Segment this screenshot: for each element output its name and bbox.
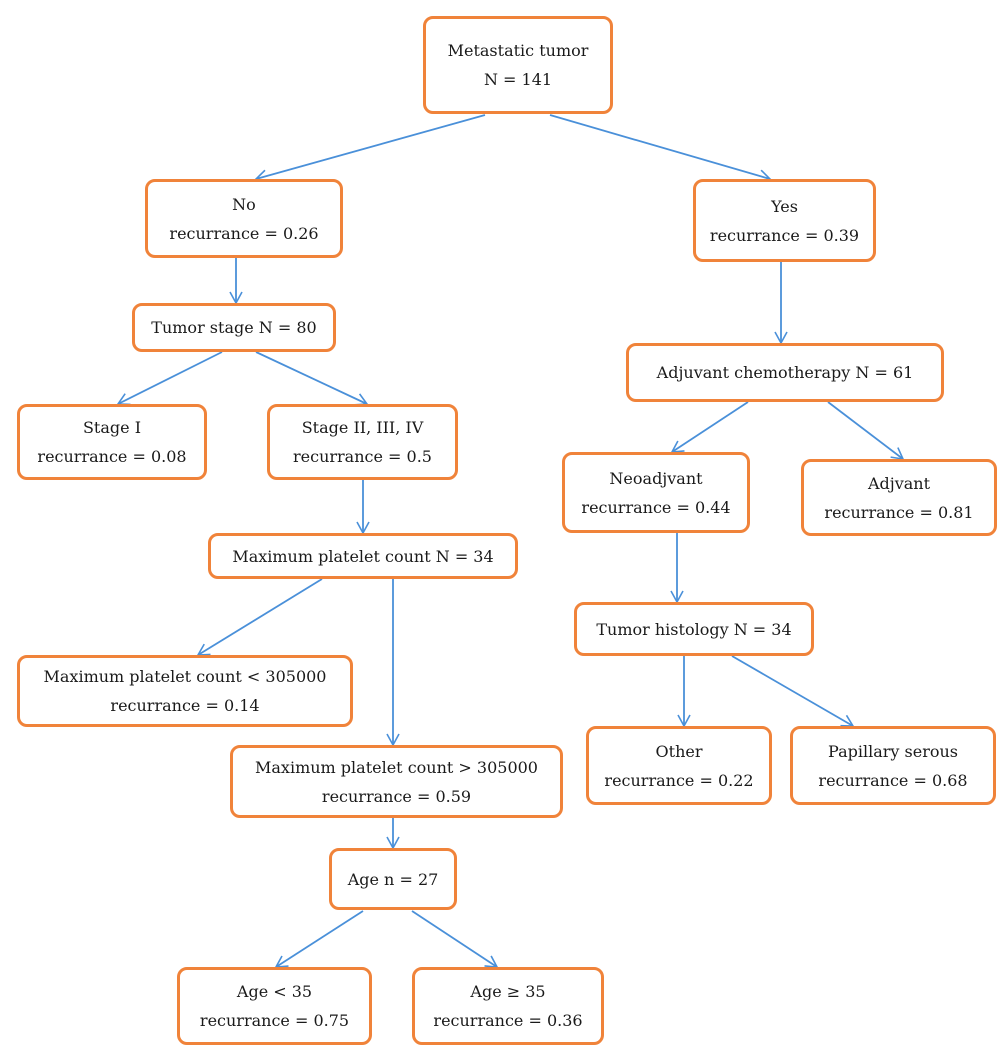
edge-root-no <box>254 114 486 183</box>
node-age-ge-35-recurrence: recurrance = 0.36 <box>433 1011 583 1030</box>
node-age-lt-35-recurrence: recurrance = 0.75 <box>199 1011 350 1030</box>
node-age-ge-35: Age ≥ 35 recurrance = 0.36 <box>412 967 604 1045</box>
node-adjvant-title: Adjvant <box>867 473 931 493</box>
node-no: No recurrance = 0.26 <box>145 179 343 258</box>
node-other-title: Other <box>655 741 703 761</box>
edge-histology-papillary <box>731 655 855 727</box>
node-age-title: Age n = 27 <box>347 869 439 889</box>
node-platelet-high-title: Maximum platelet count > 305000 <box>255 757 538 777</box>
node-adjvant-recurrence: recurrance = 0.81 <box>824 502 974 522</box>
node-adjuvant-chemo-title: Adjuvant chemotherapy N = 61 <box>656 363 914 382</box>
node-platelet-high: Maximum platelet count > 305000 recurran… <box>230 745 563 818</box>
node-max-platelet: Maximum platelet count N = 34 <box>208 533 518 579</box>
node-age-lt-35-title: Age < 35 <box>236 982 313 1001</box>
node-platelet-high-recurrence: recurrance = 0.59 <box>321 786 472 806</box>
node-no-recurrence: recurrance = 0.26 <box>169 223 319 243</box>
node-platelet-low: Maximum platelet count < 305000 recurran… <box>17 655 353 727</box>
node-platelet-low-title: Maximum platelet count < 305000 <box>43 667 327 686</box>
node-papillary-serous: Papillary serous recurrance = 0.68 <box>790 726 996 805</box>
edge-tumorstage-stage234 <box>255 351 369 406</box>
node-stage-2-3-4: Stage II, III, IV recurrance = 0.5 <box>267 404 458 480</box>
node-metastatic-tumor-title: Metastatic tumor <box>447 41 589 60</box>
node-other-recurrence: recurrance = 0.22 <box>604 770 754 790</box>
node-age-ge-35-title: Age ≥ 35 <box>470 982 546 1001</box>
edge-age-agege35 <box>411 910 499 968</box>
node-stage-1: Stage I recurrance = 0.08 <box>17 404 207 480</box>
edge-maxplt-pltlow <box>196 578 323 656</box>
node-papillary-serous-title: Papillary serous <box>828 741 958 761</box>
node-stage-2-3-4-title: Stage II, III, IV <box>301 418 424 437</box>
node-age: Age n = 27 <box>329 848 457 910</box>
node-metastatic-tumor-count: N = 141 <box>483 70 553 89</box>
node-platelet-low-recurrence: recurrance = 0.14 <box>110 696 260 715</box>
node-neoadjvant: Neoadjvant recurrance = 0.44 <box>562 452 750 533</box>
node-tumor-stage: Tumor stage N = 80 <box>132 303 336 352</box>
node-tumor-histology: Tumor histology N = 34 <box>574 602 814 656</box>
node-tumor-histology-title: Tumor histology N = 34 <box>596 619 792 639</box>
node-stage-2-3-4-recurrence: recurrance = 0.5 <box>293 447 432 466</box>
node-neoadjvant-title: Neoadjvant <box>609 468 703 488</box>
node-yes-recurrence: recurrance = 0.39 <box>709 225 860 245</box>
node-yes: Yes recurrance = 0.39 <box>693 179 876 262</box>
node-neoadjvant-recurrence: recurrance = 0.44 <box>581 497 731 517</box>
node-age-lt-35: Age < 35 recurrance = 0.75 <box>177 967 372 1045</box>
node-adjvant: Adjvant recurrance = 0.81 <box>801 459 997 536</box>
node-metastatic-tumor: Metastatic tumor N = 141 <box>423 16 613 114</box>
edge-root-yes <box>549 114 772 183</box>
node-adjuvant-chemo: Adjuvant chemotherapy N = 61 <box>626 343 944 402</box>
node-max-platelet-title: Maximum platelet count N = 34 <box>232 546 494 566</box>
edge-adjuvant-adjvant <box>827 401 905 461</box>
node-tumor-stage-title: Tumor stage N = 80 <box>151 318 317 337</box>
node-yes-title: Yes <box>771 196 798 216</box>
edge-age-agelt35 <box>274 910 364 968</box>
edge-adjuvant-neoadj <box>670 401 749 453</box>
node-other: Other recurrance = 0.22 <box>586 726 772 805</box>
node-stage-1-recurrence: recurrance = 0.08 <box>37 447 187 466</box>
edge-tumorstage-stage1 <box>116 351 223 406</box>
node-papillary-serous-recurrence: recurrance = 0.68 <box>818 770 968 790</box>
node-stage-1-title: Stage I <box>82 418 142 437</box>
node-no-title: No <box>232 194 256 214</box>
